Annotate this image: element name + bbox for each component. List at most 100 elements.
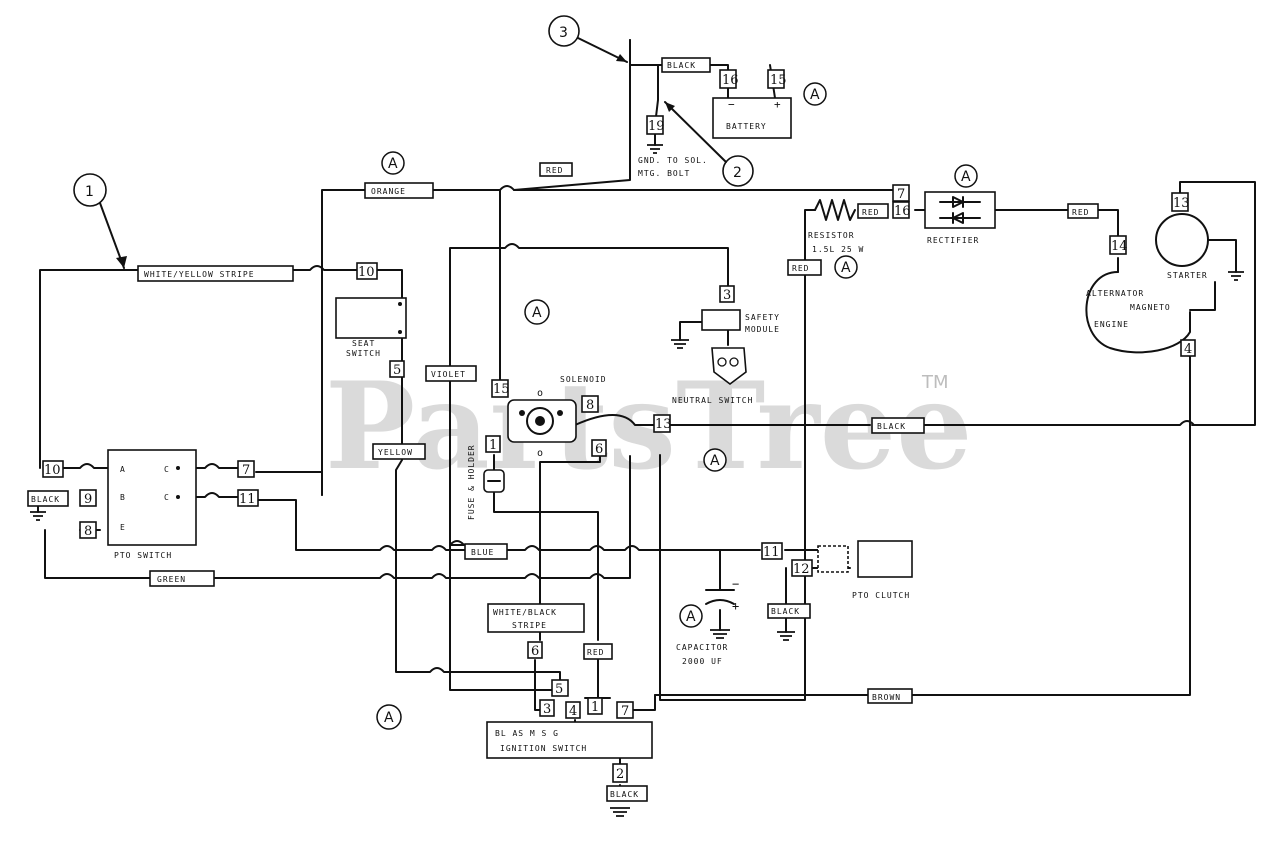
terminal-13-starter: 13 [1171, 192, 1190, 212]
svg-text:NEUTRAL SWITCH: NEUTRAL SWITCH [672, 396, 753, 405]
svg-text:4: 4 [569, 704, 577, 719]
svg-text:12: 12 [793, 562, 810, 577]
svg-text:SAFETY: SAFETY [745, 313, 780, 322]
svg-text:10: 10 [358, 265, 375, 280]
svg-text:1: 1 [489, 438, 497, 453]
svg-text:BLACK: BLACK [771, 607, 800, 616]
svg-text:15: 15 [770, 73, 787, 88]
svg-text:16: 16 [722, 73, 739, 88]
svg-text:7: 7 [621, 704, 629, 719]
svg-text:RED: RED [862, 208, 879, 217]
svg-text:RESISTOR: RESISTOR [808, 231, 855, 240]
starter: STARTER [1155, 213, 1209, 280]
svg-text:A: A [120, 465, 126, 474]
svg-text:BLACK: BLACK [31, 495, 60, 504]
ground-note-2: MTG. BOLT [638, 169, 690, 178]
terminal-11-clutch: 11 [761, 542, 783, 560]
wire-label-black-left: BLACK [27, 490, 69, 507]
svg-text:B: B [120, 493, 126, 502]
terminal-5-ign: 5 [551, 679, 569, 697]
svg-text:A: A [388, 156, 398, 172]
svg-text:BL AS M S G: BL AS M S G [495, 729, 559, 738]
terminal-4: 4 [1180, 339, 1196, 357]
svg-text:8: 8 [84, 524, 92, 539]
svg-text:9: 9 [84, 492, 92, 507]
svg-text:RED: RED [546, 166, 563, 175]
svg-text:1: 1 [591, 700, 599, 715]
svg-text:PTO SWITCH: PTO SWITCH [114, 551, 172, 560]
svg-text:8: 8 [586, 398, 594, 413]
svg-text:YELLOW: YELLOW [378, 448, 413, 457]
svg-text:19: 19 [648, 119, 665, 134]
ignition-switch: BL AS M S G IGNITION SWITCH [486, 721, 653, 759]
svg-text:5: 5 [555, 682, 563, 697]
terminal-2: 2 [612, 763, 628, 783]
svg-text:BROWN: BROWN [872, 693, 901, 702]
terminal-1-fuse: 1 [485, 435, 501, 453]
svg-text:CAPACITOR: CAPACITOR [676, 643, 728, 652]
svg-text:IGNITION SWITCH: IGNITION SWITCH [500, 744, 587, 753]
svg-text:+: + [774, 98, 781, 111]
terminal-10-seat: 10 [356, 262, 378, 280]
ref-marker: A [954, 164, 978, 188]
wire-label-brown: BROWN [867, 688, 913, 704]
svg-text:7: 7 [897, 187, 905, 202]
svg-text:MODULE: MODULE [745, 325, 780, 334]
battery: − + BATTERY [712, 97, 792, 139]
svg-text:BLACK: BLACK [610, 790, 639, 799]
svg-text:SEAT: SEAT [352, 339, 375, 348]
svg-text:E: E [120, 523, 126, 532]
ref-marker: A [679, 604, 703, 628]
svg-text:MAGNETO: MAGNETO [1130, 303, 1171, 312]
svg-text:ALTERNATOR: ALTERNATOR [1086, 289, 1144, 298]
svg-text:3: 3 [559, 25, 568, 41]
wires [37, 39, 1256, 791]
ground-note: GND. TO SOL. [638, 156, 708, 165]
watermark-tm: TM [921, 372, 949, 393]
svg-text:A: A [810, 87, 820, 103]
ref-marker: A [703, 448, 727, 472]
svg-text:C: C [164, 465, 170, 474]
terminal-16-rect: 16 [892, 201, 911, 219]
svg-text:14: 14 [1111, 239, 1128, 254]
svg-text:A: A [686, 609, 696, 625]
wire-label-yellow: YELLOW [372, 443, 426, 460]
svg-text:2: 2 [616, 767, 624, 782]
svg-text:A: A [841, 260, 851, 276]
svg-text:2000 UF: 2000 UF [682, 657, 723, 666]
svg-text:6: 6 [531, 644, 539, 659]
wire-label-blue: BLUE [464, 543, 508, 560]
terminal-7-ign: 7 [616, 701, 634, 719]
svg-text:ENGINE: ENGINE [1094, 320, 1129, 329]
terminal-13-solenoid: 13 [653, 414, 672, 433]
svg-text:15: 15 [493, 382, 510, 397]
svg-text:RED: RED [587, 648, 604, 657]
terminal-6-ign: 6 [527, 641, 543, 659]
wire-label-white-yellow: WHITE/YELLOW STRIPE [137, 265, 294, 282]
svg-text:16: 16 [894, 204, 911, 219]
svg-text:GREEN: GREEN [157, 575, 186, 584]
svg-text:10: 10 [44, 463, 61, 478]
terminal-8-solenoid: 8 [581, 395, 599, 413]
svg-text:RECTIFIER: RECTIFIER [927, 236, 979, 245]
svg-text:+: + [732, 599, 739, 613]
ref-marker: A [376, 704, 402, 730]
solenoid: SOLENOID o o [507, 375, 606, 459]
svg-text:3: 3 [543, 702, 551, 717]
terminal-15: 15 [767, 69, 787, 89]
wire-label-black-battery: BLACK [661, 57, 711, 73]
terminal-7-top: 7 [892, 184, 910, 202]
wire-label-red-resistor: RED [857, 203, 889, 219]
terminal-1-ign: 1 [587, 697, 603, 715]
wire-labels: ORANGE RED BLACK WHITE/YELLOW STRIPE VIO… [27, 57, 1099, 802]
svg-text:2: 2 [733, 165, 742, 181]
terminal-8-pto: 8 [79, 521, 97, 539]
svg-text:C: C [164, 493, 170, 502]
terminal-9: 9 [79, 489, 97, 507]
wire-label-violet: VIOLET [425, 365, 477, 382]
svg-text:RED: RED [1072, 208, 1089, 217]
terminal-10-pto: 10 [42, 460, 64, 478]
terminal-3-ign: 3 [539, 699, 555, 717]
svg-text:11: 11 [763, 545, 780, 560]
